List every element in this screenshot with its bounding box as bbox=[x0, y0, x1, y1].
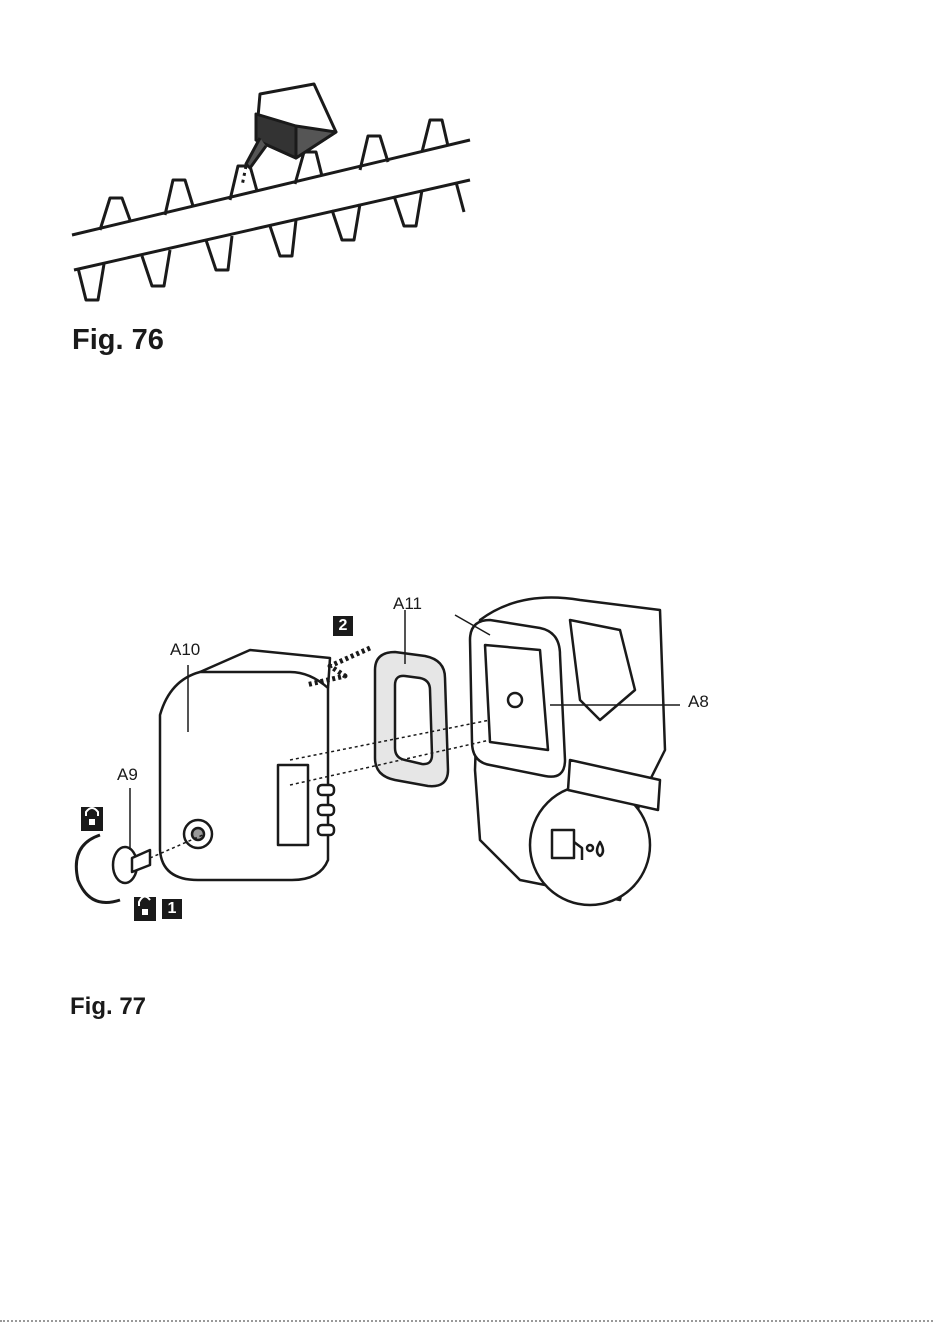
filter-cover bbox=[160, 672, 328, 880]
blade-top-edge bbox=[72, 140, 470, 235]
part-label-a10: A10 bbox=[170, 640, 200, 660]
filter-base-plate bbox=[470, 620, 565, 777]
part-label-a11: A11 bbox=[393, 594, 422, 614]
figure-caption: Fig. 77 bbox=[70, 993, 146, 1021]
step-badge-2: 2 bbox=[333, 616, 353, 636]
fig76-illustration bbox=[60, 80, 480, 320]
step-badge-1: 1 bbox=[162, 899, 182, 919]
unlock-icon bbox=[135, 896, 155, 920]
part-label-a8: A8 bbox=[688, 692, 709, 712]
lock-icon bbox=[82, 808, 102, 830]
fig77-illustration bbox=[60, 580, 680, 930]
page-edge-divider bbox=[0, 1320, 933, 1322]
figure-caption: Fig. 76 bbox=[72, 324, 164, 357]
part-label-a9: A9 bbox=[117, 765, 138, 785]
